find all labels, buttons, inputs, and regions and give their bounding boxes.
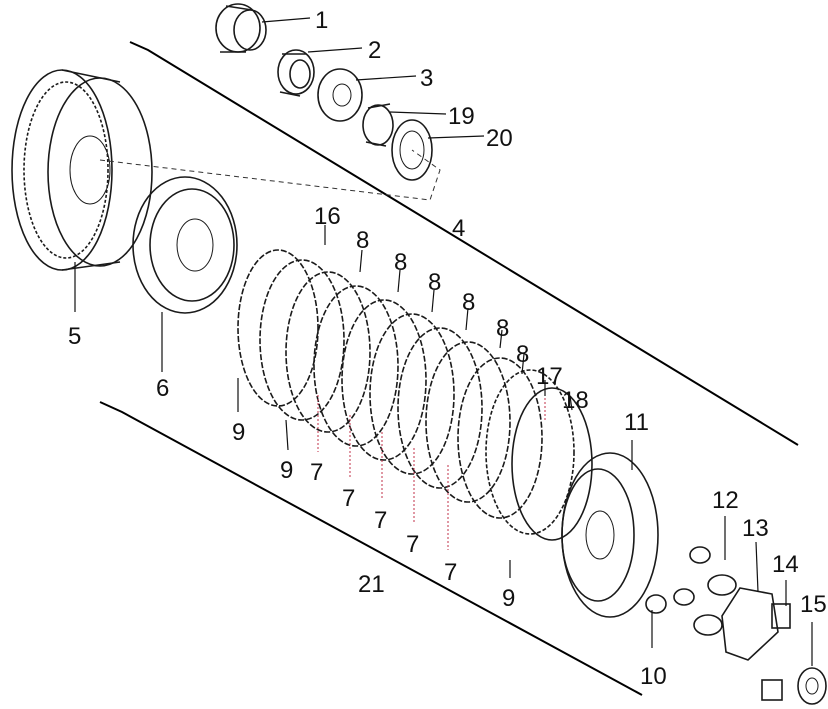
label-part-14: 14: [772, 551, 799, 578]
label-part-8-a: 8: [356, 227, 369, 254]
part-13-lifter-plate: [721, 587, 779, 661]
label-part-1: 1: [315, 7, 328, 34]
label-part-8-d: 8: [462, 289, 475, 316]
label-part-12: 12: [712, 487, 739, 514]
part-5-clutch-housing: [11, 69, 153, 271]
label-part-8-f: 8: [516, 341, 529, 368]
label-part-20: 20: [486, 125, 513, 152]
label-part-7-b: 7: [342, 485, 355, 512]
label-part-8-c: 8: [428, 269, 441, 296]
label-part-13: 13: [742, 515, 769, 542]
label-part-9-b: 9: [280, 457, 293, 484]
part-15-bearing: [797, 667, 827, 705]
label-part-19: 19: [448, 103, 475, 130]
leader-lines: [74, 17, 813, 666]
label-part-7-d: 7: [406, 531, 419, 558]
part-10-spring-seat: [645, 594, 667, 614]
clutch-plate-stack: [237, 249, 593, 541]
label-part-8-e: 8: [496, 315, 509, 342]
part-20-gear: [391, 119, 433, 181]
label-part-3: 3: [420, 65, 433, 92]
upper-bracket-line: [129, 41, 799, 446]
label-part-16: 16: [314, 203, 341, 230]
part-2-collar: [277, 49, 315, 97]
part-3-washer: [317, 68, 363, 122]
label-part-7-a: 7: [310, 459, 323, 486]
part-6-clutch-hub: [132, 176, 238, 314]
label-part-11: 11: [624, 409, 649, 436]
label-part-4: 4: [452, 215, 465, 242]
label-part-2: 2: [368, 37, 381, 64]
label-part-18: 18: [562, 387, 589, 414]
label-part-7-c: 7: [374, 507, 387, 534]
label-part-9-a: 9: [232, 419, 245, 446]
label-part-7-e: 7: [444, 559, 457, 586]
label-part-21: 21: [358, 571, 385, 598]
label-part-10: 10: [640, 663, 667, 690]
label-part-6: 6: [156, 375, 169, 402]
label-part-5: 5: [68, 323, 81, 350]
label-part-8-b: 8: [394, 249, 407, 276]
part-1-needle-bearing: [215, 3, 267, 53]
lower-bracket-line: [99, 401, 643, 696]
label-part-15: 15: [800, 591, 827, 618]
label-part-9-c: 9: [502, 585, 515, 612]
assembly-dash-line: [99, 149, 441, 201]
part-12-springs: [673, 546, 737, 636]
part-11-pressure-plate: [561, 452, 659, 618]
part-19-bushing: [362, 103, 394, 147]
label-part-17: 17: [536, 363, 563, 390]
part-14-bolts: [761, 603, 791, 701]
